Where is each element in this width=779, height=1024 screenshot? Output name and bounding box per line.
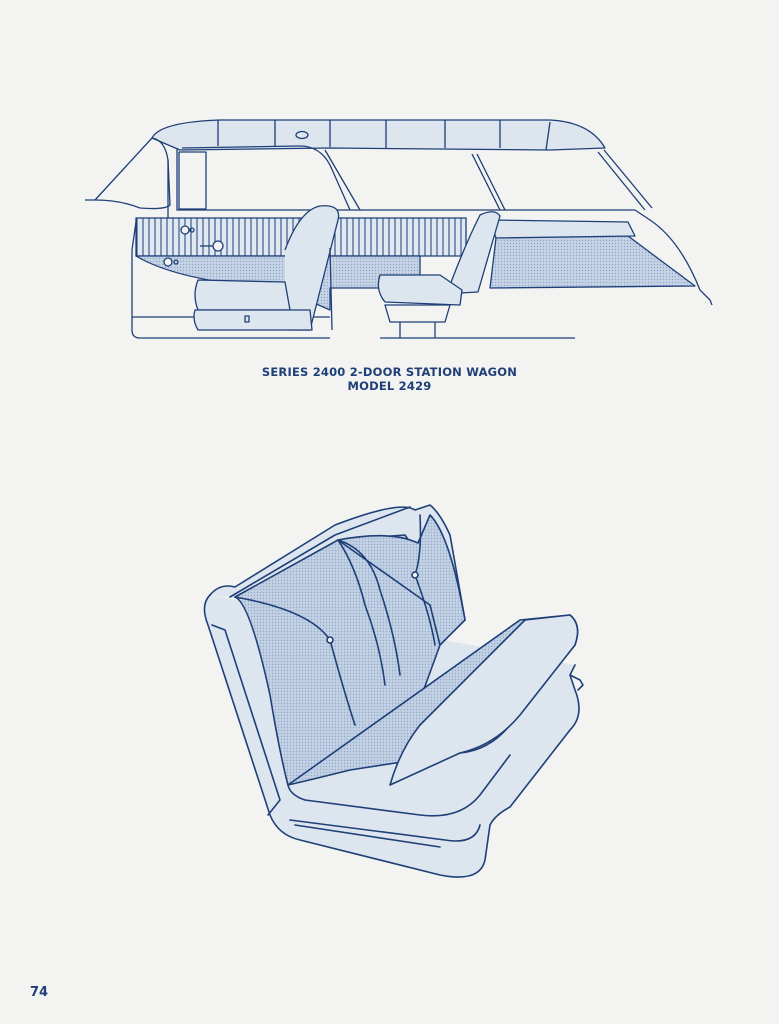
illustration-caption: SERIES 2400 2-DOOR STATION WAGON MODEL 2… (0, 365, 779, 393)
station-wagon-interior-illustration (80, 110, 720, 350)
caption-model: MODEL 2429 (347, 379, 432, 393)
caption-series: SERIES 2400 2-DOOR STATION WAGON (261, 365, 518, 379)
bench-seat-illustration (190, 495, 590, 890)
page-number: 74 (30, 985, 49, 1000)
